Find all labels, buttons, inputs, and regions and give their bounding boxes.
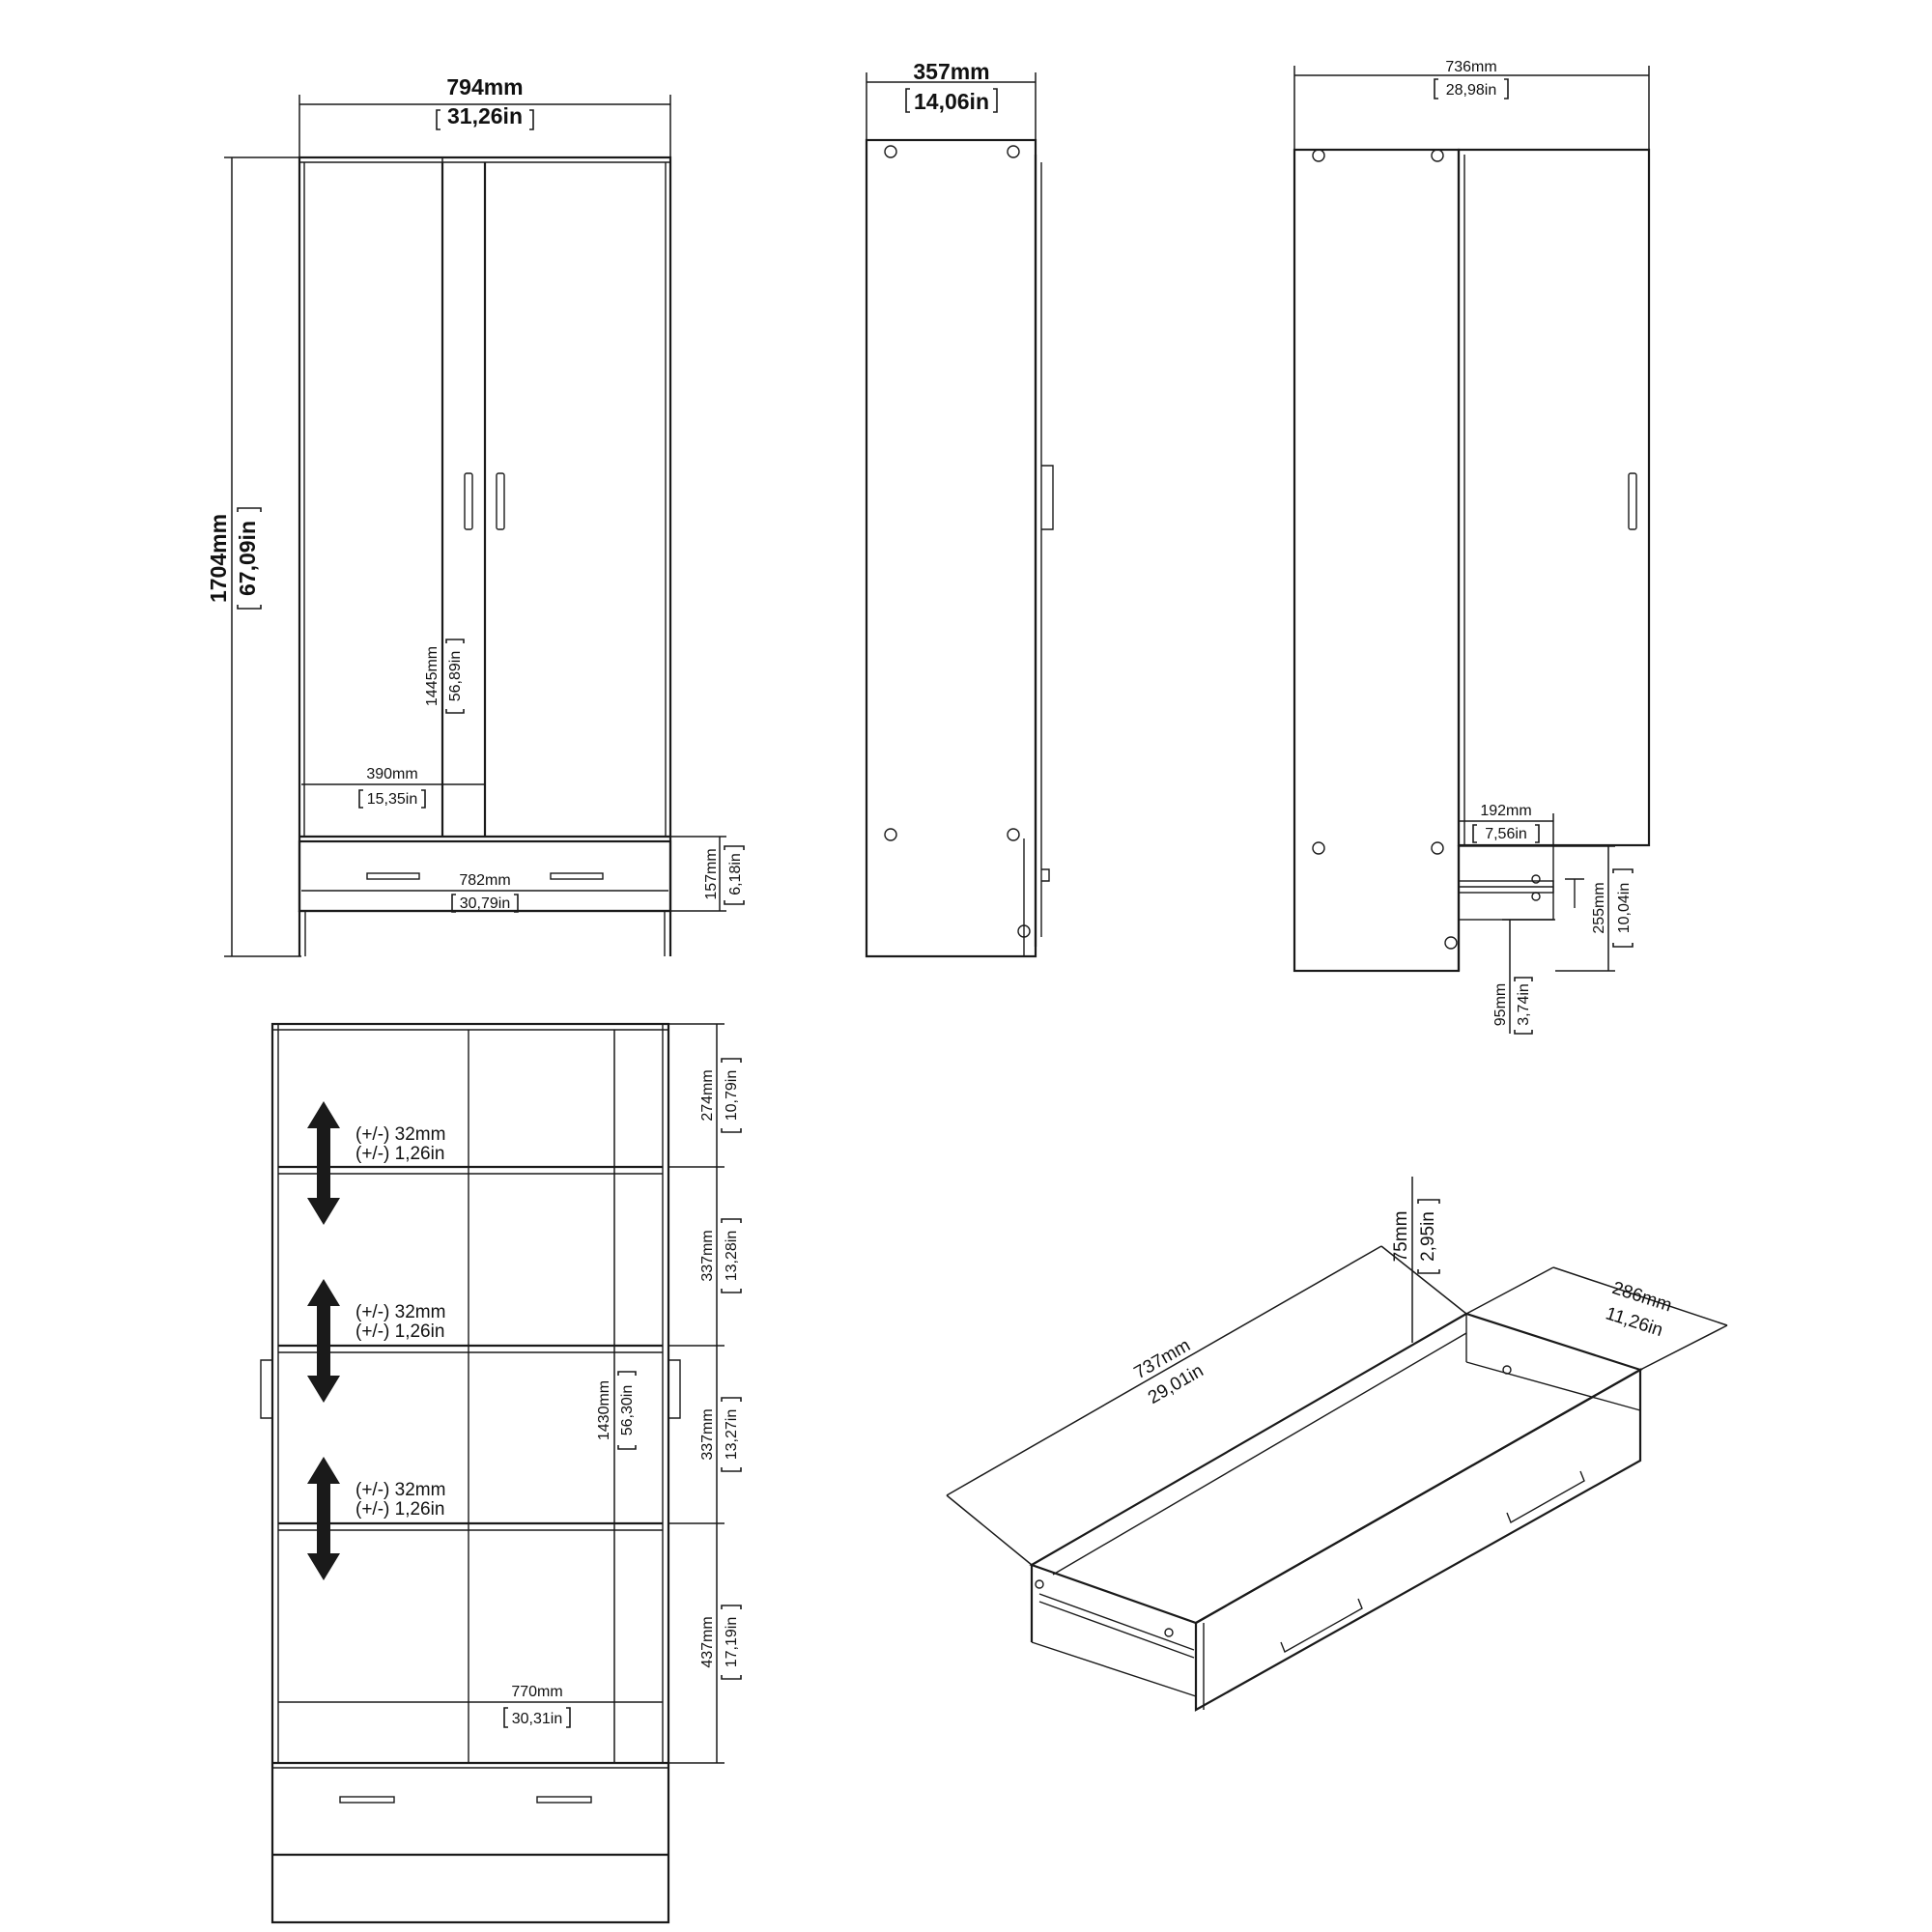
shelf-4-mm: 437mm <box>699 1616 716 1667</box>
adjust-2-mm: (+/-) 32mm <box>355 1302 445 1322</box>
interior-handle-right <box>668 1359 681 1419</box>
cabinet-side-panel <box>865 138 1037 958</box>
side-view: 357mm 14,06in <box>865 59 1054 958</box>
drawer-position-mm: 255mm <box>1591 882 1607 933</box>
drawer-width-mm: 782mm <box>459 872 510 889</box>
drawer-handle-1 <box>1280 1598 1363 1654</box>
adjust-1-in: (+/-) 1,26in <box>355 1144 444 1164</box>
opening-width-in: 7,56in <box>1485 826 1527 842</box>
adjust-arrow-3 <box>307 1457 340 1580</box>
interior-width-mm: 770mm <box>511 1684 562 1700</box>
interior-height-mm: 1430mm <box>596 1380 612 1440</box>
door-width-mm: 390mm <box>366 766 417 782</box>
adjust-2-in: (+/-) 1,26in <box>355 1321 444 1342</box>
drawer-handle-right <box>550 872 604 880</box>
back-view: 736mm 28,98in 192mm 7,56in 255mm 10,04in <box>1293 59 1651 1035</box>
side-depth-in: 14,06in <box>914 89 989 114</box>
shelf-1-in: 10,79in <box>724 1070 740 1122</box>
back-door-handle <box>1628 472 1637 530</box>
drawer-slide-detail <box>1458 845 1554 921</box>
drawer-handle-2 <box>1506 1470 1585 1524</box>
interior-height-in: 56,30in <box>619 1385 636 1436</box>
drawer-height-in: 6,18in <box>727 853 744 895</box>
shelf-3-in: 13,27in <box>724 1409 740 1461</box>
inner-height-in: 56,89in <box>447 651 464 702</box>
foot-height-mm: 95mm <box>1492 983 1509 1026</box>
drawer-box-top <box>1029 1312 1643 1625</box>
shelf-2-in: 13,28in <box>724 1231 740 1282</box>
drawer-height-mm: 157mm <box>703 848 720 899</box>
drawer-front <box>298 839 672 913</box>
shelf-2-mm: 337mm <box>699 1230 716 1281</box>
opening-width-mm: 192mm <box>1480 803 1531 819</box>
door-handle-left <box>464 472 473 530</box>
foot-height-in: 3,74in <box>1516 983 1532 1026</box>
interior-view: (+/-) 32mm (+/-) 1,26in (+/-) 32mm (+/-)… <box>260 1022 742 1924</box>
front-width-mm: 794mm <box>446 74 523 99</box>
shelf-4-in: 17,19in <box>724 1617 740 1668</box>
shelf-1-mm: 274mm <box>699 1069 716 1121</box>
side-handle <box>1041 465 1054 530</box>
drawer-handle-left <box>366 872 420 880</box>
adjust-arrow-1 <box>307 1101 340 1225</box>
door-width-in: 15,35in <box>367 791 418 808</box>
drawer-position-in: 10,04in <box>1616 883 1633 934</box>
back-left-panel <box>1293 148 1461 973</box>
front-height-in: 67,09in <box>235 521 260 596</box>
shelf-3-mm: 337mm <box>699 1408 716 1460</box>
interior-handle-left <box>260 1359 272 1419</box>
side-depth-mm: 357mm <box>913 59 989 84</box>
back-width-mm: 736mm <box>1445 59 1496 75</box>
drawer-width-in: 30,79in <box>460 895 511 912</box>
drawer-depth-height-mm: 75mm <box>1391 1211 1411 1263</box>
front-view: 794mm 31,26in 1704mm 67,09in 1445mm <box>206 74 745 957</box>
adjust-1-mm: (+/-) 32mm <box>355 1124 445 1145</box>
front-height-mm: 1704mm <box>206 514 231 603</box>
interior-width-in: 30,31in <box>512 1711 563 1727</box>
back-door-panel <box>1457 148 1651 847</box>
adjust-3-in: (+/-) 1,26in <box>355 1499 444 1520</box>
drawer-view: 75mm 2,95in 737mm 29,01in 286mm 11,26in <box>946 1177 1728 1712</box>
drawer-depth-height-in: 2,95in <box>1418 1211 1438 1262</box>
door-handle-right <box>496 472 505 530</box>
inner-height-mm: 1445mm <box>424 646 440 706</box>
front-width-in: 31,26in <box>447 103 523 128</box>
back-width-in: 28,98in <box>1446 82 1497 99</box>
adjust-arrow-2 <box>307 1279 340 1403</box>
adjust-3-mm: (+/-) 32mm <box>355 1480 445 1500</box>
interior-cabinet <box>270 1022 670 1924</box>
drawer-front-panel <box>1194 1368 1642 1712</box>
